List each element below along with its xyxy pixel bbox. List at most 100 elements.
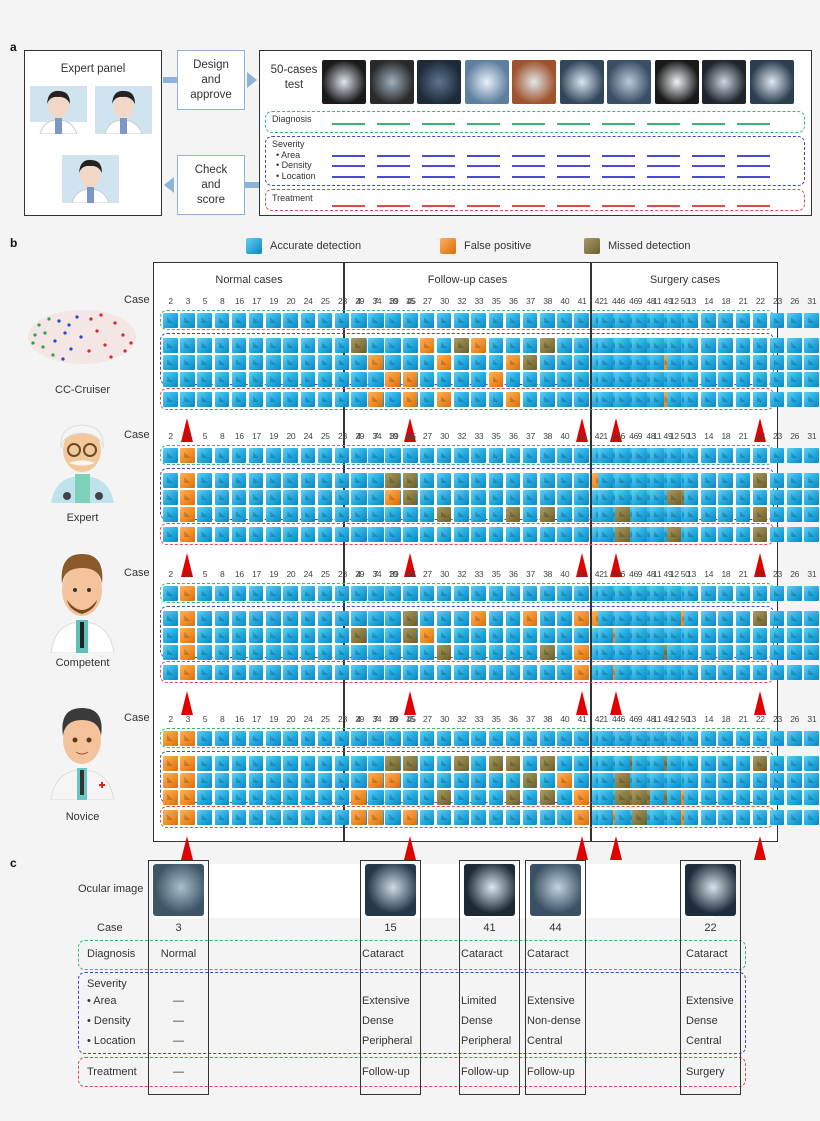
- severity-density-label: • Density: [276, 160, 312, 170]
- accurate-cell: [522, 392, 538, 407]
- answer-line: [557, 176, 590, 178]
- accurate-cell: [368, 473, 383, 488]
- accurate-cell: [752, 773, 768, 788]
- false-positive-cell: [368, 392, 383, 407]
- accurate-cell: [163, 338, 178, 353]
- accurate-cell: [522, 665, 538, 680]
- accurate-cell: [632, 645, 647, 660]
- answer-line: [422, 176, 455, 178]
- accurate-cell: [769, 665, 785, 680]
- accurate-cell: [436, 756, 452, 771]
- false-positive-cell: [574, 645, 589, 660]
- accurate-cell: [334, 731, 350, 746]
- accurate-cell: [557, 756, 572, 771]
- case-column: [360, 860, 421, 1095]
- answer-line: [647, 205, 680, 207]
- accurate-cell: [574, 756, 589, 771]
- accurate-cell: [488, 490, 503, 505]
- highlight-triangle-icon: [181, 418, 194, 442]
- case-column: [525, 860, 586, 1095]
- accurate-cell: [454, 507, 469, 522]
- accurate-cell: [248, 490, 264, 505]
- accurate-cell: [505, 490, 521, 505]
- accurate-cell: [649, 392, 665, 407]
- accurate-cell: [615, 586, 630, 601]
- accurate-cell: [540, 355, 555, 370]
- accurate-cell: [283, 773, 298, 788]
- accurate-cell: [231, 611, 247, 626]
- accurate-cell: [574, 527, 589, 542]
- accurate-cell: [718, 645, 733, 660]
- accurate-cell: [300, 756, 315, 771]
- case-area-value: —: [173, 995, 184, 1007]
- result-row-treatment: [598, 392, 820, 407]
- accurate-cell: [787, 773, 802, 788]
- accurate-cell: [368, 527, 383, 542]
- accurate-cell: [632, 372, 647, 387]
- accurate-cell: [488, 665, 503, 680]
- missed-cell: [505, 507, 521, 522]
- accurate-cell: [402, 355, 418, 370]
- accurate-cell: [683, 372, 699, 387]
- accurate-cell: [300, 490, 315, 505]
- accurate-cell: [385, 810, 400, 825]
- case-diagnosis-value: Cataract: [461, 948, 503, 960]
- accurate-cell: [436, 731, 452, 746]
- accurate-cell: [402, 645, 418, 660]
- accurate-cell: [632, 586, 647, 601]
- accurate-cell: [769, 355, 785, 370]
- accurate-cell: [735, 355, 750, 370]
- accurate-cell: [385, 611, 400, 626]
- ocular-image: [464, 864, 515, 916]
- accurate-cell: [385, 790, 400, 805]
- eye-thumbnail: [369, 60, 414, 104]
- accurate-cell: [283, 473, 298, 488]
- accurate-cell: [351, 372, 366, 387]
- accurate-cell: [197, 527, 212, 542]
- accurate-cell: [666, 790, 682, 805]
- highlight-triangle-icon: [575, 418, 588, 442]
- result-row-area: [598, 756, 820, 771]
- missed-cell: [615, 507, 630, 522]
- accurate-cell: [454, 355, 469, 370]
- accurate-cell: [574, 473, 589, 488]
- accurate-cell: [752, 731, 768, 746]
- accurate-cell: [300, 645, 315, 660]
- accurate-cell: [248, 790, 264, 805]
- accurate-cell: [214, 810, 230, 825]
- accurate-cell: [632, 611, 647, 626]
- accurate-cell: [368, 338, 383, 353]
- answer-line: [422, 205, 455, 207]
- label-ocular-image: Ocular image: [78, 883, 144, 895]
- accurate-cell: [334, 773, 350, 788]
- accurate-cell: [718, 355, 733, 370]
- accurate-cell: [351, 645, 366, 660]
- accurate-cell: [666, 810, 682, 825]
- accurate-cell: [231, 731, 247, 746]
- false-positive-cell: [505, 392, 521, 407]
- answer-line: [692, 176, 725, 178]
- false-positive-cell: [180, 756, 195, 771]
- missed-cell: [385, 756, 400, 771]
- case-density-value: Dense: [362, 1015, 394, 1027]
- accurate-cell: [769, 313, 785, 328]
- accurate-cell: [197, 611, 212, 626]
- accurate-cell: [683, 645, 699, 660]
- accurate-cell: [701, 756, 716, 771]
- accurate-cell: [752, 392, 768, 407]
- accurate-cell: [419, 611, 435, 626]
- accurate-cell: [214, 448, 230, 463]
- accurate-cell: [598, 611, 613, 626]
- doctor-avatar: [62, 155, 119, 203]
- accurate-cell: [540, 448, 555, 463]
- accurate-cell: [540, 628, 555, 643]
- accurate-cell: [718, 372, 733, 387]
- accurate-cell: [649, 372, 665, 387]
- accurate-cell: [752, 665, 768, 680]
- accurate-cell: [231, 313, 247, 328]
- accurate-cell: [718, 790, 733, 805]
- accurate-cell: [804, 372, 819, 387]
- design-line: Design: [193, 58, 229, 71]
- accurate-cell: [317, 645, 333, 660]
